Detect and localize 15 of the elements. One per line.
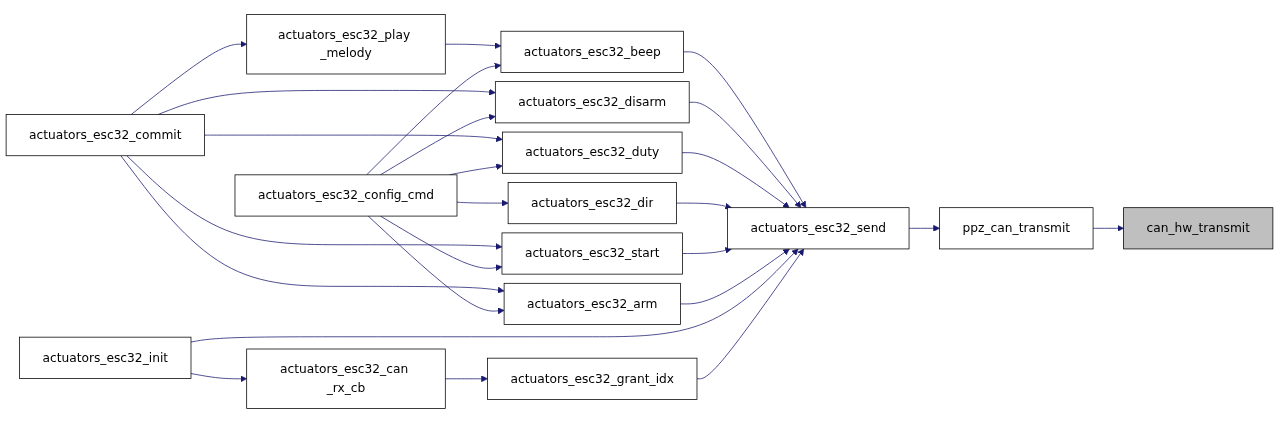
node-box: ppz_can_transmit [939, 207, 1094, 250]
node-box: actuators_esc32_can _rx_cb [246, 348, 446, 409]
node-box: actuators_esc32_grant_idx [487, 357, 698, 400]
node-box: actuators_esc32_duty [502, 131, 683, 174]
node-box: actuators_esc32_arm [503, 282, 681, 325]
node-box: actuators_esc32_config_cmd [234, 174, 458, 217]
node-box: actuators_esc32_play _melody [246, 14, 446, 75]
node-box: actuators_esc32_send [727, 207, 910, 250]
node-box: actuators_esc32_beep [500, 30, 684, 73]
node-box: can_hw_transmit [1123, 207, 1274, 250]
node-box: actuators_esc32_dir [507, 182, 677, 225]
node-box: actuators_esc32_disarm [494, 81, 690, 124]
node-box: actuators_esc32_commit [5, 114, 205, 157]
node-box: actuators_esc32_start [501, 232, 683, 275]
node-box: actuators_esc32_init [19, 336, 192, 379]
